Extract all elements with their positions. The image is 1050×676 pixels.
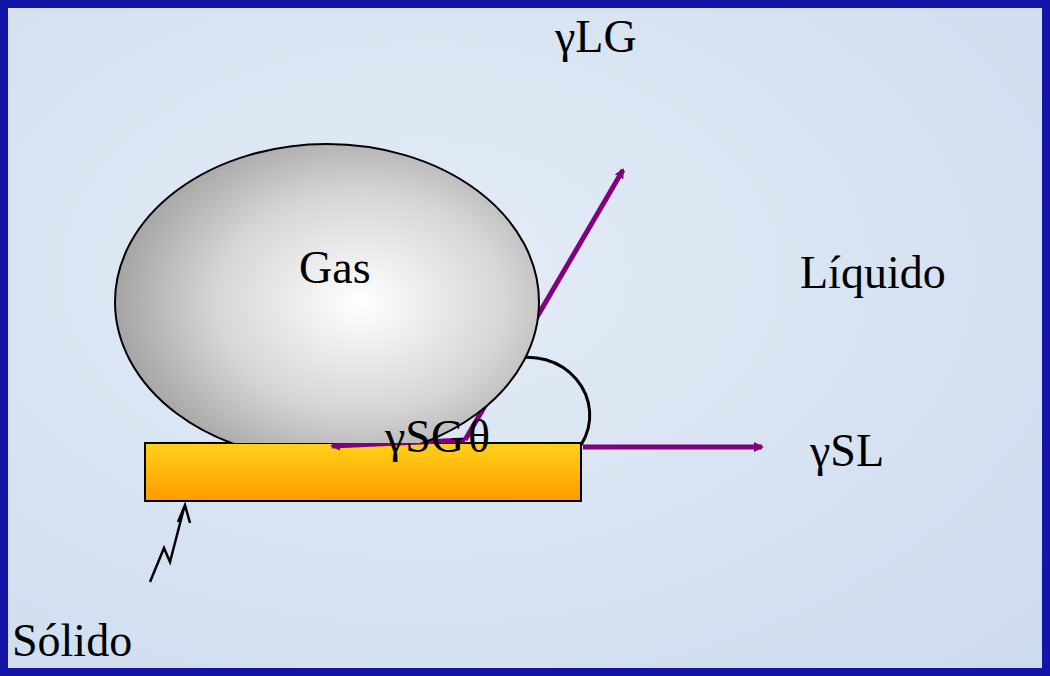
phase-label: Líquido [800, 250, 946, 296]
tension-vector [583, 445, 762, 450]
tension-label: γSG [385, 414, 464, 460]
part-label: Sólido [12, 618, 132, 664]
solid-plate [145, 443, 581, 501]
tension-label: γSL [810, 428, 884, 474]
angle-arc [509, 357, 590, 445]
angle-label: θ [468, 414, 490, 460]
leader-arrowhead [178, 505, 190, 523]
gas-bubble: Gas [113, 142, 541, 443]
bubble-outline [113, 142, 541, 443]
tension-label: γLG [555, 14, 637, 60]
phase-label: Gas [299, 245, 371, 291]
